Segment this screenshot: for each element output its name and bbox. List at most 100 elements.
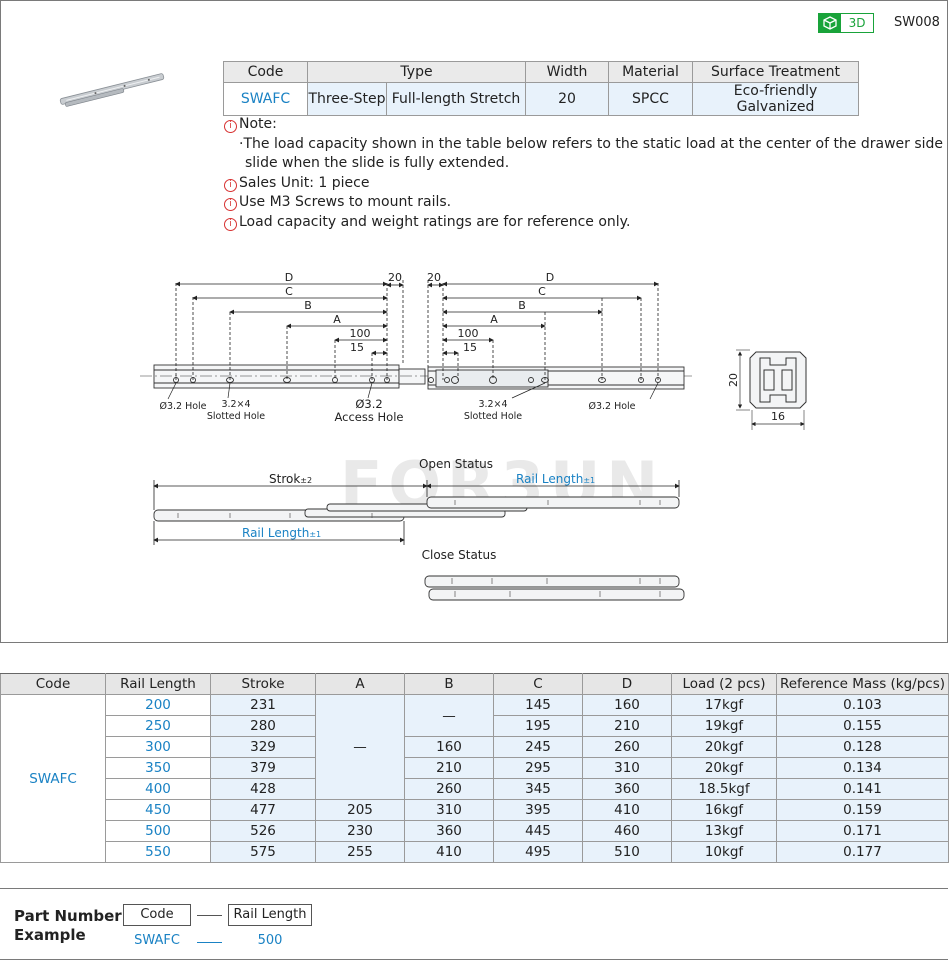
info-icon: i [224,198,237,211]
section-width: 16 [771,410,785,423]
col-a: A [315,673,405,695]
mass-cell: 0.128 [776,736,949,758]
dim-c-left: C [285,285,293,298]
table-row: 550 575 255 410 495 510 10kgf 0.177 [1,841,949,863]
col-b: B [404,673,494,695]
c-cell: 445 [493,820,583,842]
col-load: Load (2 pcs) [671,673,777,695]
c-cell: 145 [493,694,583,716]
pn-example-separator [197,942,222,943]
a-dash-cell: — [315,694,405,800]
rail-length-label-bottom: Rail Length±1 [242,526,321,540]
rail-length-cell[interactable]: 300 [105,736,211,758]
3d-model-button[interactable]: 3D [818,13,874,33]
c-cell: 345 [493,778,583,800]
spec-surface: Eco-friendly Galvanized [692,82,859,116]
table-row: 300 329 160 245 260 20kgf 0.128 [1,736,949,758]
slot-size-left: 3.2×4 [221,399,250,410]
table-row: SWAFC 200 231 — — 145 160 17kgf 0.103 [0,694,949,863]
mass-cell: 0.155 [776,715,949,737]
mass-cell: 0.171 [776,820,949,842]
load-cell: 17kgf [671,694,777,716]
stroke-cell: 231 [210,694,316,716]
hole-label-left: Ø3.2 Hole [159,401,206,412]
stroke-cell: 477 [210,799,316,821]
spec-type-stretch: Full-length Stretch [386,82,526,116]
stroke-cell: 526 [210,820,316,842]
dim-20-right: 20 [427,271,441,284]
close-status-rails [424,575,685,601]
dim-d-right: D [546,271,554,284]
part-number-title: Part Number Example [14,907,122,944]
b-cell: 260 [404,778,494,800]
b-cell: 410 [404,841,494,863]
3d-label: 3D [848,16,866,30]
close-status-label: Close Status [422,548,497,562]
left-rail-view [140,364,692,389]
spec-type-step: Three-Step [307,82,387,116]
rail-length-cell[interactable]: 250 [105,715,211,737]
pn-rail-box: Rail Length [228,904,312,926]
b-dash-cell: — [404,694,494,737]
dim-100-left: 100 [350,327,371,340]
dim-d-left: D [285,271,293,284]
stroke-cell: 428 [210,778,316,800]
access-size: Ø3.2 [355,397,382,411]
product-thumbnail [59,73,165,107]
access-label: Access Hole [335,410,404,424]
slot-label-right: Slotted Hole [464,411,522,422]
rail-length-cell[interactable]: 200 [105,694,211,716]
cube-icon [819,14,841,32]
note-reference: Load capacity and weight ratings are for… [239,213,631,230]
a-cell: 255 [315,841,405,863]
row-code[interactable]: SWAFC [0,694,106,863]
open-status-rails [153,496,680,522]
technical-drawing: FOR3UN D C B A 100 15 20 [140,271,807,601]
stroke-cell: 280 [210,715,316,737]
data-table: Code Rail Length Stroke A B C D Load (2 … [0,673,949,863]
rail-length-cell[interactable]: 350 [105,757,211,779]
load-cell: 18.5kgf [671,778,777,800]
c-cell: 395 [493,799,583,821]
col-c: C [493,673,583,695]
dim-b-right: B [518,299,526,312]
pn-example-code[interactable]: SWAFC [134,933,180,948]
info-icon: i [224,217,237,231]
table-row: 500 526 230 360 445 460 13kgf 0.171 [1,820,949,842]
part-number-panel [0,888,948,960]
spec-header-type: Type [307,61,526,83]
d-cell: 460 [582,820,672,842]
pn-example-rail[interactable]: 500 [257,933,283,948]
mass-cell: 0.141 [776,778,949,800]
open-status-label: Open Status [419,457,493,471]
col-code: Code [0,673,106,695]
spec-material: SPCC [608,82,693,116]
load-cell: 10kgf [671,841,777,863]
b-cell: 360 [404,820,494,842]
slot-size-right: 3.2×4 [478,399,507,410]
dim-a-left: A [333,313,341,326]
rail-length-cell[interactable]: 550 [105,841,211,863]
d-cell: 210 [582,715,672,737]
load-cell: 20kgf [671,736,777,758]
load-cell: 19kgf [671,715,777,737]
spec-table: Code Type Width Material Surface Treatme… [223,61,859,116]
d-cell: 310 [582,757,672,779]
note-screws: Use M3 Screws to mount rails. [239,194,452,210]
a-cell: 230 [315,820,405,842]
dim-20-left: 20 [388,271,402,284]
stroke-cell: 329 [210,736,316,758]
rail-length-cell[interactable]: 400 [105,778,211,800]
spec-code[interactable]: SWAFC [223,82,308,116]
rail-length-cell[interactable]: 450 [105,799,211,821]
d-cell: 510 [582,841,672,863]
spec-header-code: Code [223,61,308,83]
c-cell: 295 [493,757,583,779]
col-mass: Reference Mass (kg/pcs) [776,673,949,695]
c-cell: 495 [493,841,583,863]
dim-b-left: B [304,299,312,312]
col-rail-length: Rail Length [105,673,211,695]
mass-cell: 0.177 [776,841,949,863]
rail-length-cell[interactable]: 500 [105,820,211,842]
